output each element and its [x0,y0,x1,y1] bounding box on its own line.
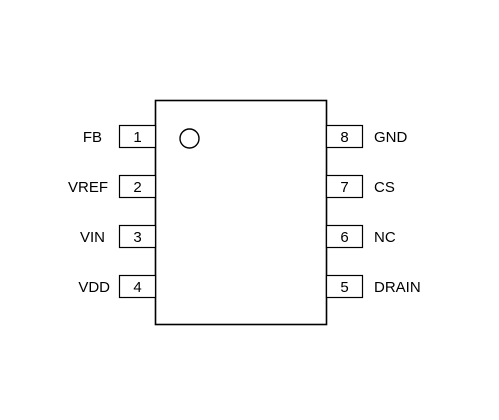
pin-box [118,124,157,149]
pin-left-4: 4 VDD [78,274,157,299]
pin-name: FB [83,129,102,146]
pin-number: 6 [340,229,348,246]
pin-right-8: 8 GND [325,124,408,149]
pin-box [118,174,157,199]
pin-box [118,274,157,299]
pin-box [325,124,364,149]
pin-number: 1 [133,129,141,146]
pin-left-3: 3 VIN [80,224,157,249]
pin-box [325,174,364,199]
pin1-marker-circle [179,128,200,149]
pin-right-6: 6 NC [325,224,396,249]
pin-box [325,224,364,249]
pin-number: 7 [340,179,348,196]
pin-left-1: 1 FB [83,124,157,149]
pin-number: 4 [133,279,141,296]
pin-right-5: 5 DRAIN [325,274,421,299]
pin-number: 2 [133,179,141,196]
pin-name: VIN [80,229,105,246]
pin-name: VREF [68,179,108,196]
pin-left-2: 2 VREF [68,174,157,199]
pin-name: VDD [78,279,110,296]
pin-box [325,274,364,299]
pin-right-7: 7 CS [325,174,395,199]
pin-name: NC [374,229,396,246]
pin-number: 5 [340,279,348,296]
pin-box [118,224,157,249]
pin-number: 3 [133,229,141,246]
pin-number: 8 [340,129,348,146]
pin-name: GND [374,129,408,146]
pin-name: CS [374,179,395,196]
pin-name: DRAIN [374,279,421,296]
